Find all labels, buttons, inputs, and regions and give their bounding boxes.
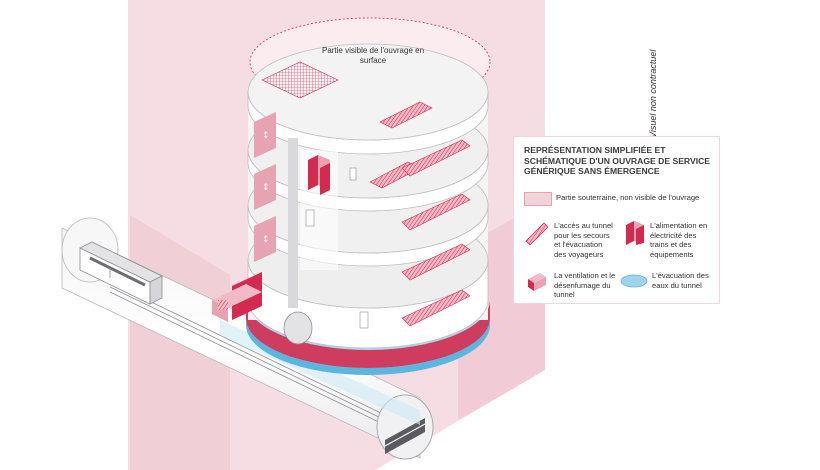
ventilation-duct: [212, 284, 262, 322]
legend-item-electricity: L'alimentation en électricité des trains…: [650, 221, 708, 259]
legend-item-underground: Partie souterraine, non visible de l'ouv…: [556, 193, 700, 202]
legend-panel: REPRÉSENTATION SIMPLIFIÉE ET SCHÉMATIQUE…: [513, 136, 720, 304]
legend-item-ventilation: La ventilation et le désenfumage du tunn…: [554, 271, 616, 299]
disclaimer-label: Visuel non contractuel: [648, 49, 658, 138]
staircases: [369, 139, 471, 327]
legend-item-access: L'accès au tunnel pour les secours et l'…: [554, 221, 613, 259]
staircase-icon: [525, 222, 549, 245]
train: [79, 241, 163, 305]
water-drain-icon: [620, 274, 648, 288]
legend-title: REPRÉSENTATION SIMPLIFIÉE ET SCHÉMATIQUE…: [524, 145, 711, 176]
svg-text:↕: ↕: [262, 183, 270, 193]
svg-text:↕: ↕: [262, 235, 270, 245]
electrical-cabinets: [308, 155, 357, 195]
legend-item-water: L'évacuation des eaux du tunnel: [652, 271, 709, 290]
floor-1-roof: [247, 43, 489, 155]
svg-text:↕: ↕: [262, 131, 270, 141]
electrical-cabinet-icon: [626, 221, 644, 245]
ventilation-icon: [528, 273, 546, 291]
underground-swatch-icon: [524, 192, 552, 206]
shaft-cylinder: ↕ ↕ ↕: [212, 43, 490, 375]
lift-shaft: ↕ ↕ ↕: [232, 112, 276, 320]
surface-visible-label: Partie visible de l'ouvrage en surface: [321, 46, 425, 65]
